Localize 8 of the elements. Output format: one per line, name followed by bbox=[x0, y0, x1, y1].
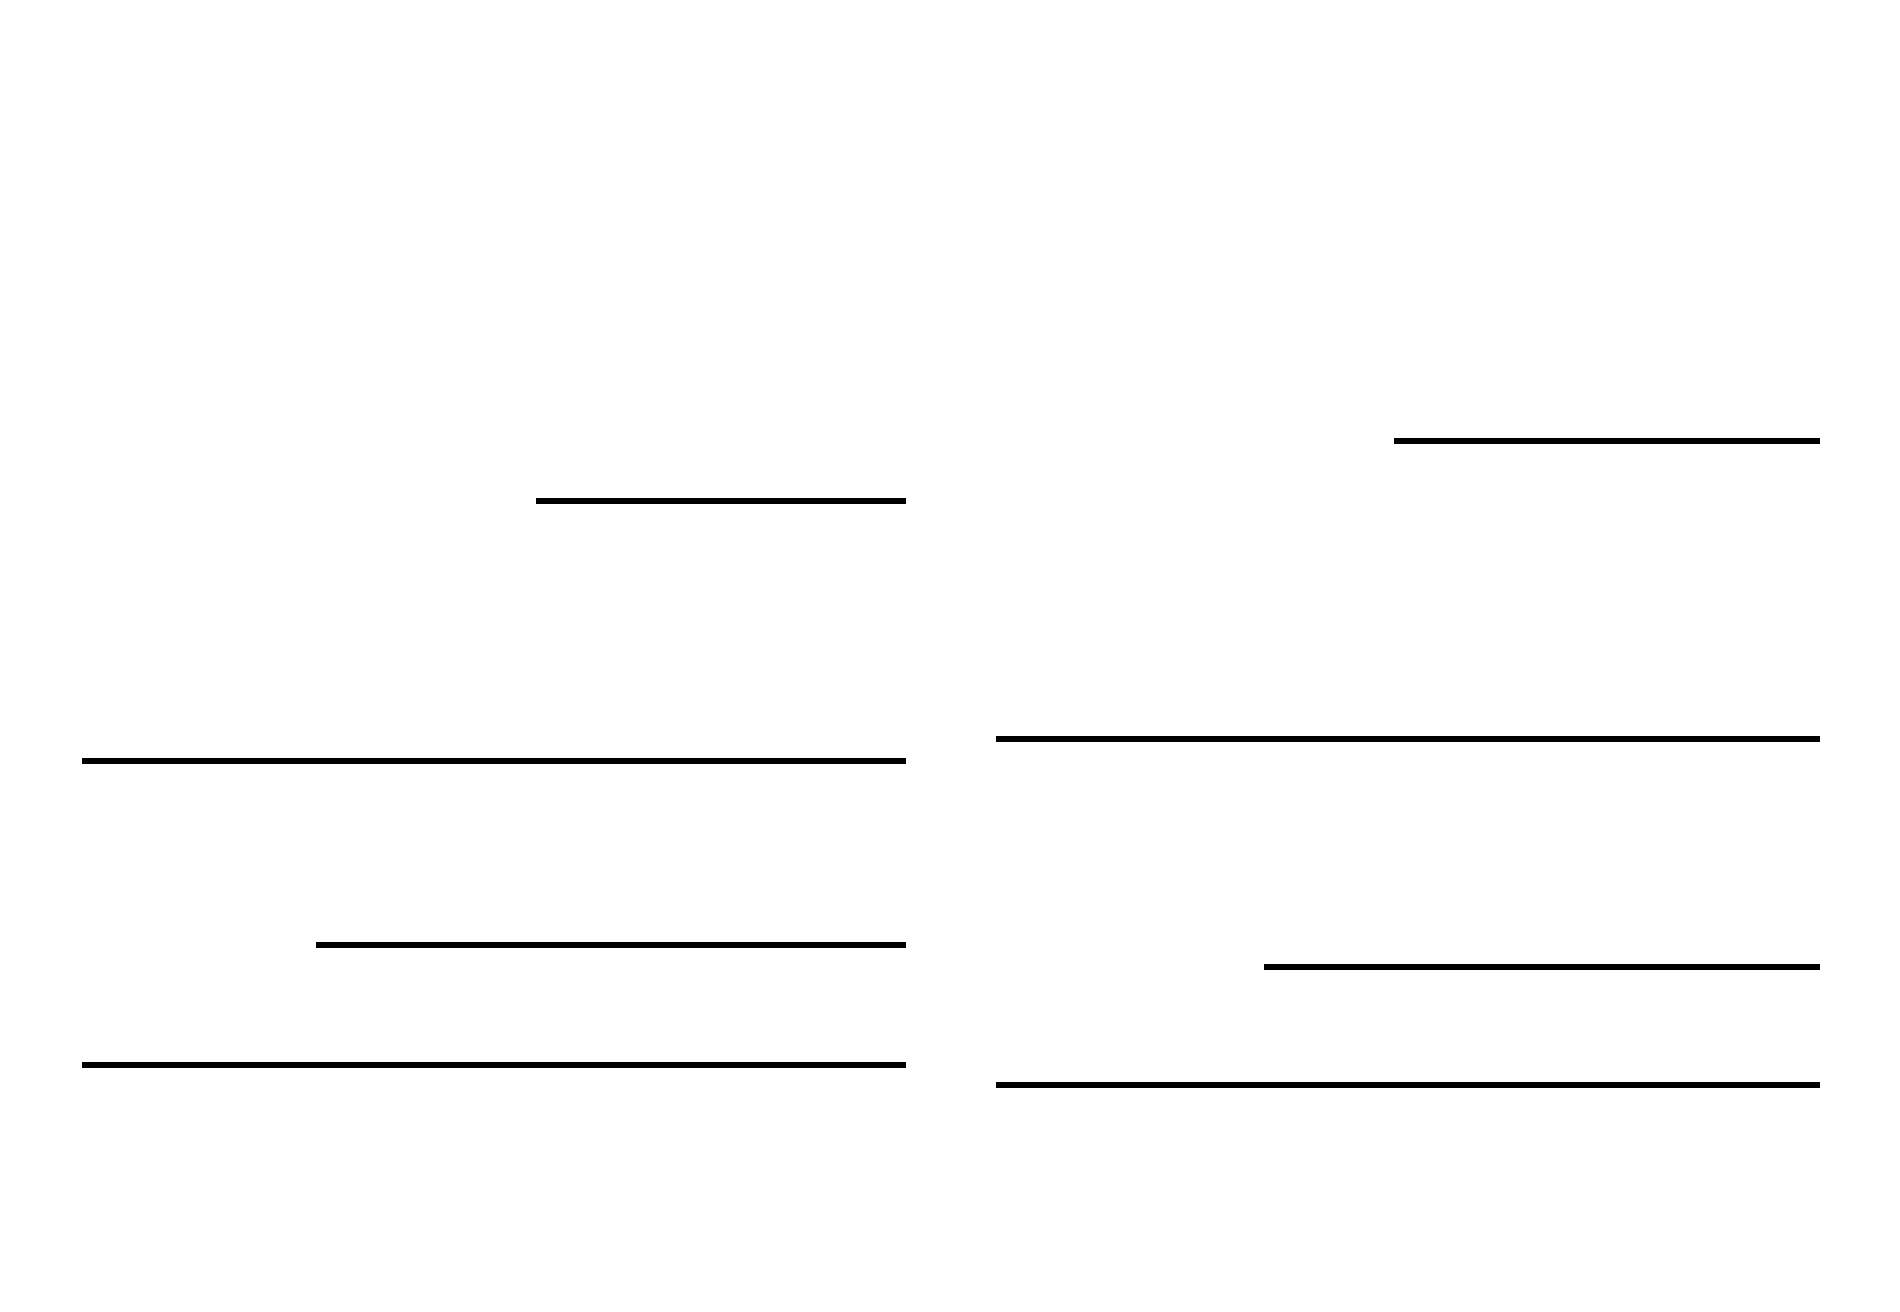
fill-in-line bbox=[996, 736, 1820, 742]
fill-in-line bbox=[82, 758, 906, 764]
fill-in-line bbox=[536, 498, 906, 504]
fill-in-line bbox=[1264, 964, 1820, 970]
fill-in-line bbox=[316, 942, 906, 948]
fill-in-line bbox=[1394, 438, 1820, 444]
fill-in-line bbox=[82, 1062, 906, 1068]
fill-in-line bbox=[996, 1082, 1820, 1088]
